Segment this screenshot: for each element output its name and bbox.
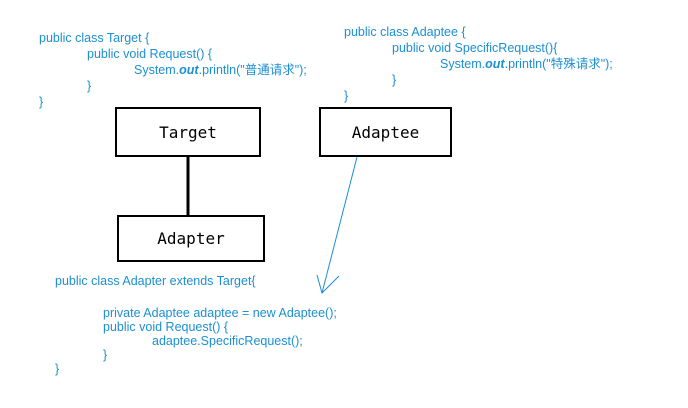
- code-keyword: out: [179, 63, 199, 77]
- adapter-box-label: Adapter: [157, 229, 225, 248]
- code-fragment: System.: [440, 57, 486, 71]
- association-arrow-shaft: [321, 156, 358, 294]
- code-line: public void Request() {: [87, 47, 213, 61]
- adaptee-box: Adaptee: [319, 107, 452, 157]
- code-keyword: out: [485, 57, 505, 71]
- adaptee-class-code: public class Adaptee { public void Speci…: [344, 24, 613, 104]
- code-line: }: [103, 348, 108, 362]
- code-line: [55, 289, 337, 305]
- code-line: public void Request() {: [103, 320, 229, 334]
- target-box: Target: [115, 107, 261, 157]
- code-line: public class Adaptee {: [344, 25, 466, 39]
- target-class-code: public class Target { public void Reques…: [39, 30, 307, 110]
- code-line: adaptee.SpecificRequest();: [152, 334, 303, 348]
- target-box-label: Target: [159, 122, 217, 142]
- code-line: }: [392, 73, 397, 87]
- code-fragment: System.: [134, 63, 180, 77]
- code-line: }: [55, 362, 60, 376]
- code-line: System.out.println("特殊请求");: [344, 56, 613, 72]
- code-line: }: [344, 89, 349, 103]
- code-line: public void SpecificRequest(){: [392, 41, 558, 55]
- adapter-box: Adapter: [117, 215, 265, 262]
- code-line: }: [87, 79, 92, 93]
- adaptee-box-label: Adaptee: [351, 122, 420, 142]
- code-line: System.out.println("普通请求");: [39, 62, 307, 78]
- code-fragment: .println("普通请求");: [198, 63, 307, 77]
- code-fragment: .println("特殊请求");: [504, 57, 613, 71]
- code-line: public class Adapter extends Target{: [55, 274, 256, 288]
- adapter-class-code: public class Adapter extends Target{ pri…: [55, 273, 337, 377]
- code-line: private Adaptee adaptee = new Adaptee();: [103, 306, 337, 320]
- association-arrow-head: [316, 274, 340, 294]
- code-line: }: [39, 95, 44, 109]
- code-line: public class Target {: [39, 31, 150, 45]
